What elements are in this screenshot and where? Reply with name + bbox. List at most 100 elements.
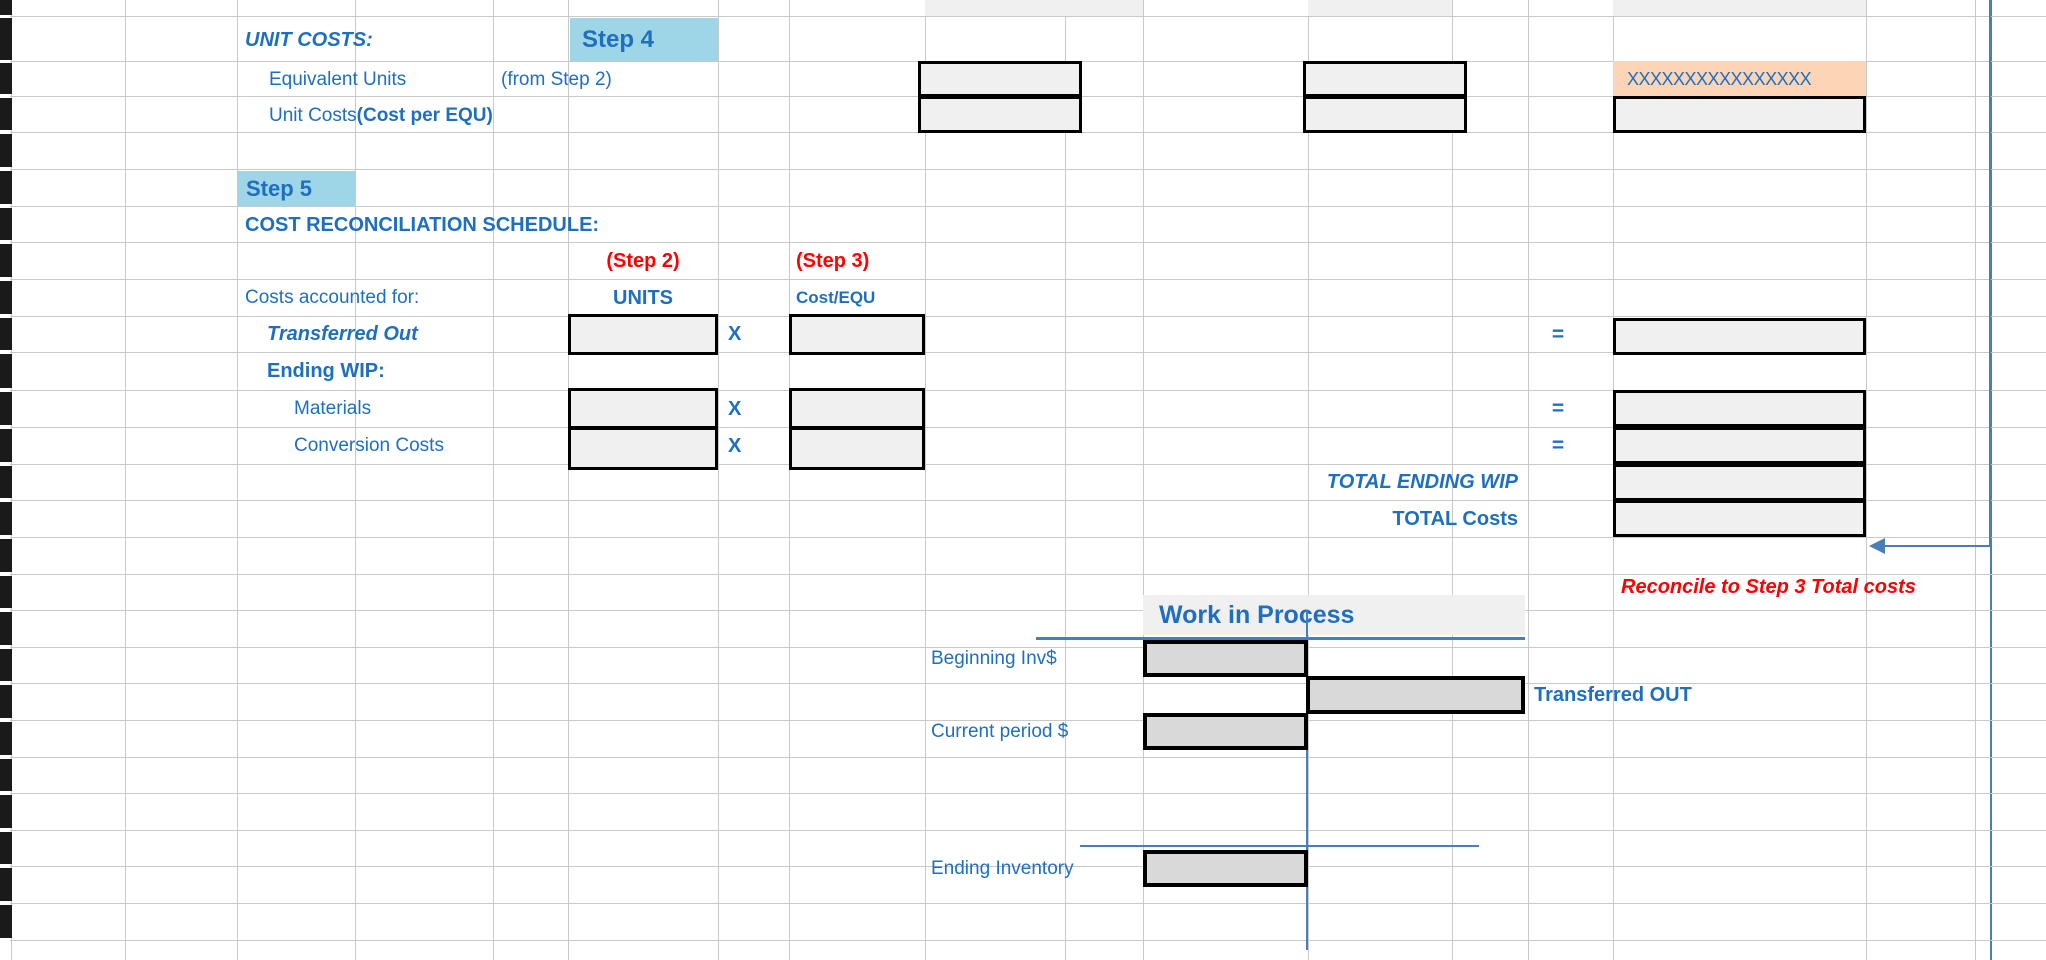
current-period-label: Current period $	[931, 721, 1069, 742]
column-divider	[1065, 0, 1066, 960]
unit-cost-input-col3[interactable]	[1613, 96, 1866, 133]
materials-equals-symbol: =	[1551, 397, 1565, 420]
conversion-costs-equals-symbol: =	[1551, 434, 1565, 457]
transferred-out-total-input[interactable]	[1613, 318, 1866, 355]
row-divider	[0, 647, 2046, 648]
conversion-costs-cost-input[interactable]	[789, 427, 925, 470]
cost-per-equ-column-header: Cost/EQU	[796, 288, 876, 307]
placeholder-x-text: XXXXXXXXXXXXXXXX	[1627, 69, 1812, 89]
row-divider	[0, 427, 2046, 428]
equivalent-units-input-col2[interactable]	[1303, 61, 1467, 97]
unit-cost-input-col1[interactable]	[918, 96, 1082, 133]
row-divider	[0, 610, 2046, 611]
transferred-out-equals-symbol: =	[1551, 322, 1565, 346]
row-divider	[0, 903, 2046, 904]
column-divider	[568, 0, 569, 960]
beginning-inventory-label: Beginning Inv$	[931, 648, 1057, 669]
column-divider	[1866, 0, 1867, 960]
step4-badge-highlight	[570, 18, 718, 61]
total-ending-wip-input[interactable]	[1613, 464, 1866, 501]
reconcile-arrow-head-icon	[1869, 538, 1885, 554]
row-divider	[0, 757, 2046, 758]
unit-cost-input-col2[interactable]	[1303, 96, 1467, 133]
materials-total-input[interactable]	[1613, 390, 1866, 427]
total-costs-label: TOTAL Costs	[1392, 507, 1518, 530]
column-divider	[925, 0, 926, 960]
step5-badge-label: Step 5	[246, 175, 313, 201]
equivalent-units-note: (from Step 2)	[501, 69, 612, 90]
ending-inventory-label: Ending Inventory	[931, 858, 1074, 879]
materials-cost-input[interactable]	[789, 388, 925, 429]
transferred-out-multiply-symbol: X	[728, 323, 742, 345]
column-divider	[1143, 0, 1144, 960]
row-divider	[0, 16, 2046, 17]
column-divider	[493, 0, 494, 960]
transferred-out-cost-input[interactable]	[789, 314, 925, 355]
row-divider	[0, 830, 2046, 831]
reconcile-arrow-shaft	[1885, 545, 1990, 547]
column-divider	[789, 0, 790, 960]
column-divider	[237, 0, 238, 960]
materials-units-input[interactable]	[568, 388, 718, 429]
row-divider	[0, 316, 2046, 317]
row-divider	[0, 390, 2046, 391]
conversion-costs-units-input[interactable]	[568, 427, 718, 470]
column-divider	[1528, 0, 1529, 960]
units-column-header: UNITS	[613, 286, 673, 309]
row-divider	[0, 352, 2046, 353]
work-in-process-title-band	[1143, 595, 1525, 635]
header-band	[925, 0, 1143, 16]
row-divider	[0, 464, 2046, 465]
step2-column-note: (Step 2)	[606, 249, 680, 272]
materials-multiply-symbol: X	[728, 397, 742, 420]
current-period-amount-input[interactable]	[1143, 713, 1308, 750]
column-divider	[125, 0, 126, 960]
step5-badge-highlight	[237, 171, 355, 206]
unit-costs-row-label-bold: (Cost per EQU)	[356, 105, 493, 126]
row-divider	[0, 279, 2046, 280]
total-ending-wip-label: TOTAL ENDING WIP	[1326, 471, 1518, 493]
step3-column-note: (Step 3)	[796, 249, 870, 272]
unit-costs-row-label: Unit Costs (Cost per EQU)	[237, 99, 493, 132]
total-costs-input[interactable]	[1613, 500, 1866, 537]
row-divider	[0, 574, 2046, 575]
row-divider	[0, 242, 2046, 243]
step4-badge-label: Step 4	[582, 25, 655, 53]
transferred-out-label: Transferred Out	[267, 323, 418, 345]
row-divider	[0, 866, 2046, 867]
conversion-costs-multiply-symbol: X	[728, 434, 742, 457]
row-divider	[0, 206, 2046, 207]
conversion-costs-total-input[interactable]	[1613, 427, 1866, 464]
costs-accounted-for-label: Costs accounted for:	[245, 287, 420, 308]
t-account-center-rule	[1306, 610, 1308, 950]
transferred-out-units-input[interactable]	[568, 314, 718, 355]
column-divider	[355, 0, 356, 960]
cost-reconciliation-heading: COST RECONCILIATION SCHEDULE:	[245, 213, 600, 236]
row-divider	[0, 720, 2046, 721]
materials-label: Materials	[294, 398, 372, 419]
transferred-out-amount-input[interactable]	[1306, 676, 1525, 714]
row-divider	[0, 169, 2046, 170]
row-divider	[0, 940, 2046, 941]
row-divider	[0, 683, 2046, 684]
row-divider	[0, 537, 2046, 538]
column-divider	[1308, 0, 1309, 960]
unit-costs-row-label-plain: Unit Costs	[269, 105, 357, 126]
reconcile-arrow-vertical	[1989, 0, 1991, 546]
t-account-balance-rule	[1080, 845, 1479, 847]
ending-inventory-amount-input[interactable]	[1143, 850, 1308, 887]
column-divider	[1975, 0, 1976, 960]
equivalent-units-input-col1[interactable]	[918, 61, 1082, 97]
ending-wip-label: Ending WIP:	[267, 360, 385, 382]
conversion-costs-label: Conversion Costs	[294, 435, 444, 456]
row-divider	[0, 793, 2046, 794]
beginning-inventory-amount-input[interactable]	[1143, 640, 1308, 677]
row-header-gutter	[0, 0, 12, 960]
selection-edge	[1990, 0, 1992, 960]
unit-costs-heading: UNIT COSTS:	[245, 29, 373, 51]
header-band	[1308, 0, 1452, 16]
transferred-out-credit-label: Transferred OUT	[1534, 684, 1692, 706]
reconcile-note: Reconcile to Step 3 Total costs	[1621, 575, 1916, 598]
